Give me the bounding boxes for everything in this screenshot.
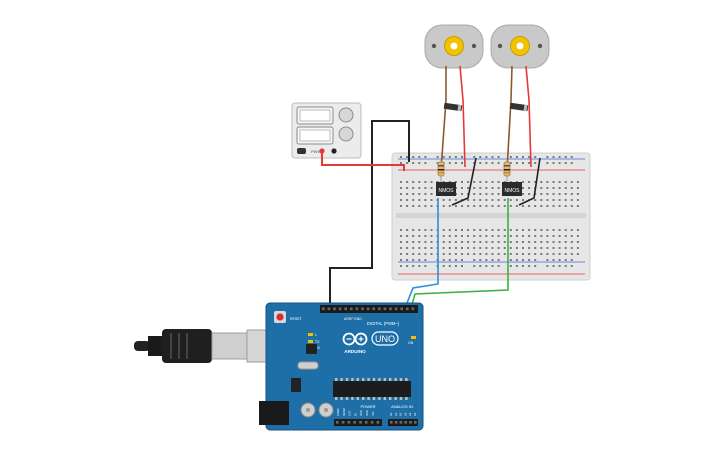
analog-pin-label-5: A5 <box>413 412 417 416</box>
regulator <box>291 378 301 392</box>
analog-pin-label-2: A2 <box>399 412 403 416</box>
atmega-chip-pins <box>335 378 408 400</box>
uno-label: UNO <box>375 334 395 344</box>
power-switch <box>297 148 306 154</box>
rx-label: RX <box>315 346 321 350</box>
power-label: POWER <box>360 404 375 409</box>
power-pin-label-3: 5V <box>353 413 357 416</box>
usb-connector <box>211 332 248 360</box>
power-pin-label-1: RESET <box>342 407 346 416</box>
arduino-brand-label: ARDUINO <box>344 349 366 354</box>
nmos-transistor-1[interactable]: NMOS <box>436 182 456 196</box>
gnd-label: GND <box>354 317 362 321</box>
wire-green-signal[interactable] <box>410 198 509 309</box>
wire-nmos-1-ground[interactable] <box>451 157 477 206</box>
diode-1[interactable] <box>443 102 463 112</box>
power-supply[interactable]: PWR <box>291 102 362 159</box>
analog-pin-label-0: A0 <box>389 412 393 416</box>
power-pin-label-5: GND <box>365 410 369 416</box>
current-knob <box>338 126 354 142</box>
atmega-chip <box>333 381 411 397</box>
usb-cable[interactable] <box>134 329 284 363</box>
arduino-logo-icon <box>342 332 368 346</box>
digital-label: DIGITAL (PWM~) <box>367 321 400 326</box>
aref-label: AREF <box>344 317 353 321</box>
nmos-2-label: NMOS <box>505 188 521 194</box>
tx-label: TX <box>315 340 320 344</box>
analog-pin-label-4: A4 <box>408 412 412 416</box>
usb-chip <box>306 344 317 354</box>
crystal <box>297 361 319 370</box>
breadboard-holes <box>400 156 579 267</box>
motor-2-lead-red[interactable] <box>525 65 532 168</box>
motor-1-lead-brown[interactable] <box>440 66 447 171</box>
dc-motor-2[interactable] <box>490 24 550 69</box>
wire-blue-signal[interactable] <box>404 198 439 309</box>
motor-2-lead-brown[interactable] <box>506 65 513 171</box>
psu-positive-terminal <box>319 148 325 154</box>
wire-red-psu[interactable] <box>321 152 405 171</box>
motor-1-lead-red[interactable] <box>459 65 466 168</box>
diode-2[interactable] <box>509 102 529 112</box>
dc-motor-1[interactable] <box>424 24 484 69</box>
tx-led <box>308 340 313 343</box>
breadboard[interactable] <box>391 152 591 281</box>
power-pin-label-2: 3.3V <box>348 410 352 416</box>
voltage-knob <box>338 107 354 123</box>
analog-pin-label-1: A1 <box>394 412 398 416</box>
power-pin-label-6: VIN <box>371 412 375 416</box>
uno-badge <box>371 331 399 346</box>
resistor-1[interactable] <box>437 160 445 182</box>
l-label: L <box>315 333 317 337</box>
analog-pin-label-3: A3 <box>403 412 407 416</box>
bottom-header-pins <box>336 421 417 424</box>
arduino-uno-board[interactable]: RESET AREF GND DIGITAL (PWM~) L TX RX AR… <box>259 302 424 431</box>
power-pin-label-0: IOREF <box>336 408 340 416</box>
resistor-2[interactable] <box>503 160 511 182</box>
power-supply-label: PWR <box>311 149 320 154</box>
l-led <box>308 333 313 336</box>
analog-label: ANALOG IN <box>391 404 413 409</box>
nmos-1-label: NMOS <box>439 188 455 194</box>
on-label: ON <box>408 341 414 345</box>
on-led <box>411 336 416 339</box>
psu-negative-terminal <box>331 148 337 154</box>
analog-header <box>388 419 418 426</box>
wire-black-gnd[interactable] <box>329 120 410 305</box>
nmos-transistor-2[interactable]: NMOS <box>502 182 522 196</box>
digital-header-pins <box>322 307 415 311</box>
wire-nmos-2-ground[interactable] <box>518 157 541 206</box>
power-header <box>334 419 382 426</box>
reset-label: RESET <box>290 317 303 321</box>
power-pin-label-4: GND <box>359 410 363 416</box>
dc-power-jack <box>259 401 289 425</box>
